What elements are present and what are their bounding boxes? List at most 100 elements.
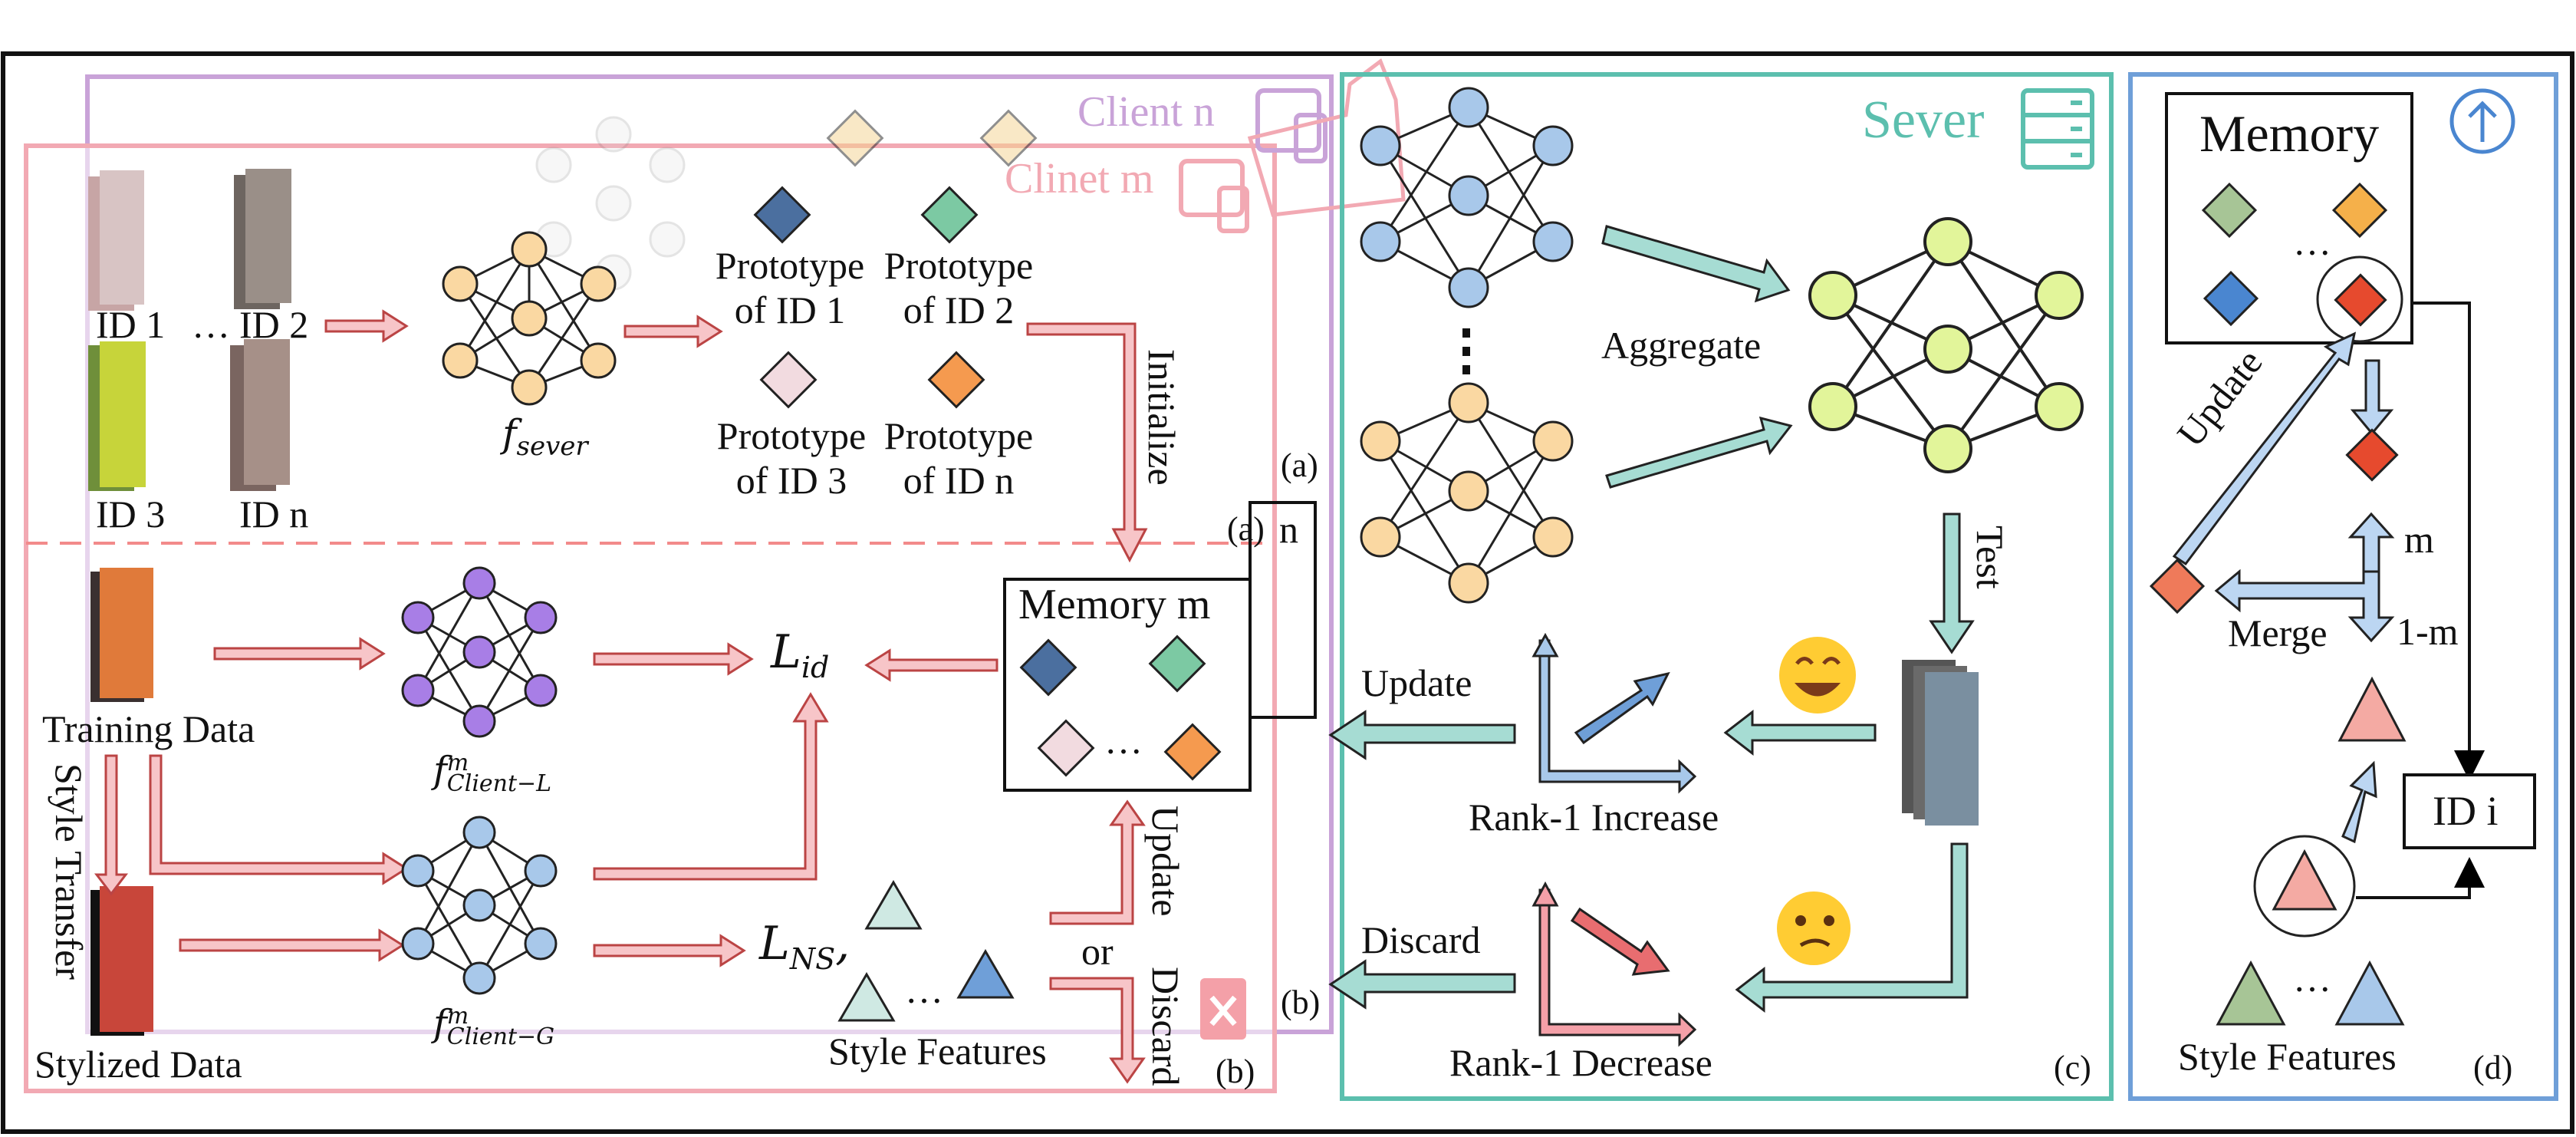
arrow-to-increase (1723, 709, 1877, 756)
aggregate-label: Aggregate (1601, 324, 1762, 367)
style-features-label-d: Style Features (2178, 1035, 2397, 1078)
arrow-update-c (1328, 710, 1516, 760)
upload-icon (2449, 88, 2515, 154)
arrow-update-d (2172, 331, 2357, 566)
panel-a-label-inner: (a) (1227, 510, 1265, 548)
initialize-label: Initialize (1140, 349, 1183, 486)
memory-d-diamonds (2201, 182, 2403, 343)
memory-panel (2128, 72, 2558, 1101)
prototype-id1: Prototype of ID 1 (715, 244, 865, 331)
or-label: or (1081, 930, 1114, 973)
arrow-style-transfer (94, 754, 129, 896)
server-title: Sever (1862, 91, 1985, 150)
arrow-aggregate-top (1601, 225, 1791, 303)
client-network-blue (1360, 87, 1574, 308)
test-label: Test (1969, 526, 2012, 589)
memory-d-dots: … (2293, 220, 2331, 263)
training-data-label: Training Data (42, 707, 255, 750)
style-feature-triangles (837, 880, 1015, 1022)
id-3-label: ID 3 (96, 493, 166, 536)
lns-label: LNS, (759, 917, 850, 976)
fsever-label: fsever (502, 411, 588, 462)
style-features-label-b: Style Features (828, 1030, 1047, 1073)
training-data-image (90, 568, 153, 702)
memory-d-title: Memory (2199, 104, 2380, 163)
smile-emoji-icon (1779, 637, 1856, 714)
network-ellipsis (1462, 328, 1470, 374)
rank-increase-plot (1531, 632, 1697, 794)
panel-d-triangles (2216, 676, 2407, 1026)
one-minus-m-label: 1-m (2397, 610, 2459, 653)
m-label: m (2404, 518, 2434, 561)
id-2-label: ID 2 (239, 303, 309, 346)
arrow-clientg-to-lid (593, 692, 829, 881)
arrow-training-to-clientg (149, 754, 409, 885)
style-dots-b: … (905, 968, 943, 1011)
memory-m-title: Memory m (1018, 581, 1211, 628)
client-l-network (401, 566, 558, 738)
panel-d-label: (d) (2473, 1049, 2513, 1086)
id-dots: … (192, 303, 230, 346)
memory-m-dots: … (1104, 719, 1143, 762)
device-icon (1255, 88, 1327, 163)
id-n-label: ID n (239, 493, 309, 536)
rank-increase-label: Rank-1 Increase (1469, 796, 1719, 839)
prototype-diamonds (753, 109, 1038, 409)
id-i-label: ID i (2433, 788, 2499, 834)
prototype-id2: Prototype of ID 2 (883, 244, 1034, 331)
panel-a-label: (a) (1281, 447, 1318, 484)
client-network-orange (1360, 382, 1574, 604)
arrow-discard-c (1328, 959, 1516, 1010)
merge-diamond (2149, 428, 2399, 615)
panel-b-label-outer: (b) (1281, 984, 1321, 1021)
arrow-style-up (2341, 760, 2377, 844)
arrow-feature-to-idi (2356, 857, 2485, 899)
discard-label-b: Discard (1144, 967, 1187, 1086)
arrow-stylized-to-clientg (179, 928, 405, 962)
id-1-label: ID 1 (96, 303, 166, 346)
merge-label: Merge (2228, 611, 2328, 654)
style-transfer-label: Style Transfer (48, 763, 90, 980)
arrow-memory-to-lid (864, 648, 998, 682)
arrow-merge (2214, 568, 2395, 643)
rank-decrease-plot (1531, 881, 1697, 1047)
arrow-discard (1049, 977, 1146, 1084)
prototype-id3: Prototype of ID 3 (716, 414, 867, 502)
arrow-fsever-to-prototypes (623, 315, 723, 348)
arrow-test (1929, 512, 1975, 654)
update-label-c: Update (1361, 661, 1472, 704)
worried-emoji-icon (1777, 891, 1851, 965)
arrow-aggregate-bottom (1605, 416, 1793, 489)
test-image (1902, 660, 1979, 826)
client-g-network (401, 816, 558, 995)
arrow-to-decrease (1735, 842, 1969, 1013)
arrow-clientl-to-lid (593, 642, 754, 676)
arrow-memory-to-idi (2412, 302, 2485, 781)
client-m-label: Clinet m (1005, 155, 1154, 203)
device-icon (1179, 58, 1406, 233)
arrow-update-to-memory (1049, 799, 1146, 925)
server-panel (1340, 72, 2114, 1101)
arrow-training-to-clientl (213, 637, 386, 671)
panel-b-label: (b) (1216, 1053, 1255, 1090)
fsever-network (442, 231, 617, 406)
style-dots-d: … (2293, 957, 2331, 1000)
memory-n-title: n (1279, 508, 1298, 551)
discard-label-c: Discard (1361, 918, 1481, 961)
stylized-data-label: Stylized Data (35, 1043, 242, 1086)
outer-frame (1, 51, 2574, 1134)
server-network (1808, 217, 2084, 473)
prototype-idn: Prototype of ID n (883, 414, 1034, 502)
lid-label: Lid (771, 625, 830, 684)
arrow-ids-to-fsever (324, 309, 409, 343)
rank-decrease-label: Rank-1 Decrease (1449, 1041, 1712, 1084)
id-image-group (88, 169, 291, 491)
id-i-box (2403, 773, 2536, 849)
storage-server-icon (2021, 88, 2094, 170)
update-label-b: Update (1144, 806, 1187, 917)
panel-c-label: (c) (2054, 1049, 2091, 1086)
memory-m-box (1003, 501, 1317, 792)
